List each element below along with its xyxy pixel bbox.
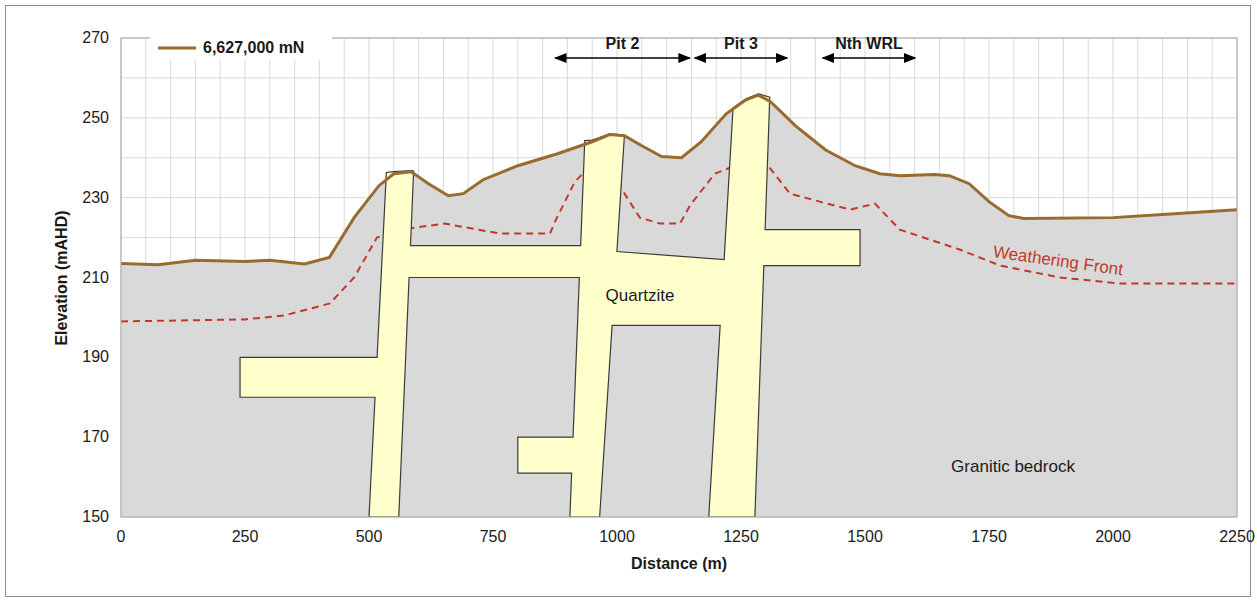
y-axis-title: Elevation (mAHD) <box>53 210 71 345</box>
legend-sample <box>158 47 196 50</box>
x-tick-label: 0 <box>117 528 126 546</box>
x-tick-label: 1000 <box>599 528 635 546</box>
unit-label: Granitic bedrock <box>951 457 1075 477</box>
y-tick-label: 250 <box>82 109 109 127</box>
extent-label: Nth WRL <box>835 35 903 53</box>
y-tick-label: 210 <box>82 268 109 286</box>
x-tick-label: 1750 <box>971 528 1007 546</box>
x-axis-title: Distance (m) <box>631 555 727 573</box>
plot-area <box>121 94 1237 517</box>
x-tick-label: 1500 <box>847 528 883 546</box>
x-tick-label: 2000 <box>1095 528 1131 546</box>
extent-arrow <box>555 57 690 59</box>
y-tick-label: 150 <box>82 508 109 526</box>
y-tick-label: 230 <box>82 188 109 206</box>
outer-frame <box>6 6 1251 597</box>
y-tick-label: 170 <box>82 428 109 446</box>
line-label: Weathering Front <box>992 242 1124 280</box>
x-tick-label: 2250 <box>1219 528 1255 546</box>
x-tick-label: 1250 <box>723 528 759 546</box>
legend-text: 6,627,000 mN <box>203 39 304 57</box>
extent-label: Pit 3 <box>724 35 758 53</box>
extent-arrow <box>695 57 787 59</box>
x-tick-label: 750 <box>480 528 507 546</box>
legend-ground <box>150 36 332 60</box>
y-tick-label: 190 <box>82 348 109 366</box>
extent-arrow <box>823 57 915 59</box>
grid <box>121 38 1237 517</box>
plot-border <box>121 38 1237 517</box>
unit-label: Quartzite <box>606 286 675 306</box>
grid-line <box>121 117 1237 118</box>
grid-line <box>121 77 1237 78</box>
y-tick-label: 270 <box>82 29 109 47</box>
terrain-profile <box>121 95 1237 265</box>
extent-label: Pit 2 <box>606 35 640 53</box>
x-tick-label: 250 <box>232 528 259 546</box>
x-tick-label: 500 <box>356 528 383 546</box>
